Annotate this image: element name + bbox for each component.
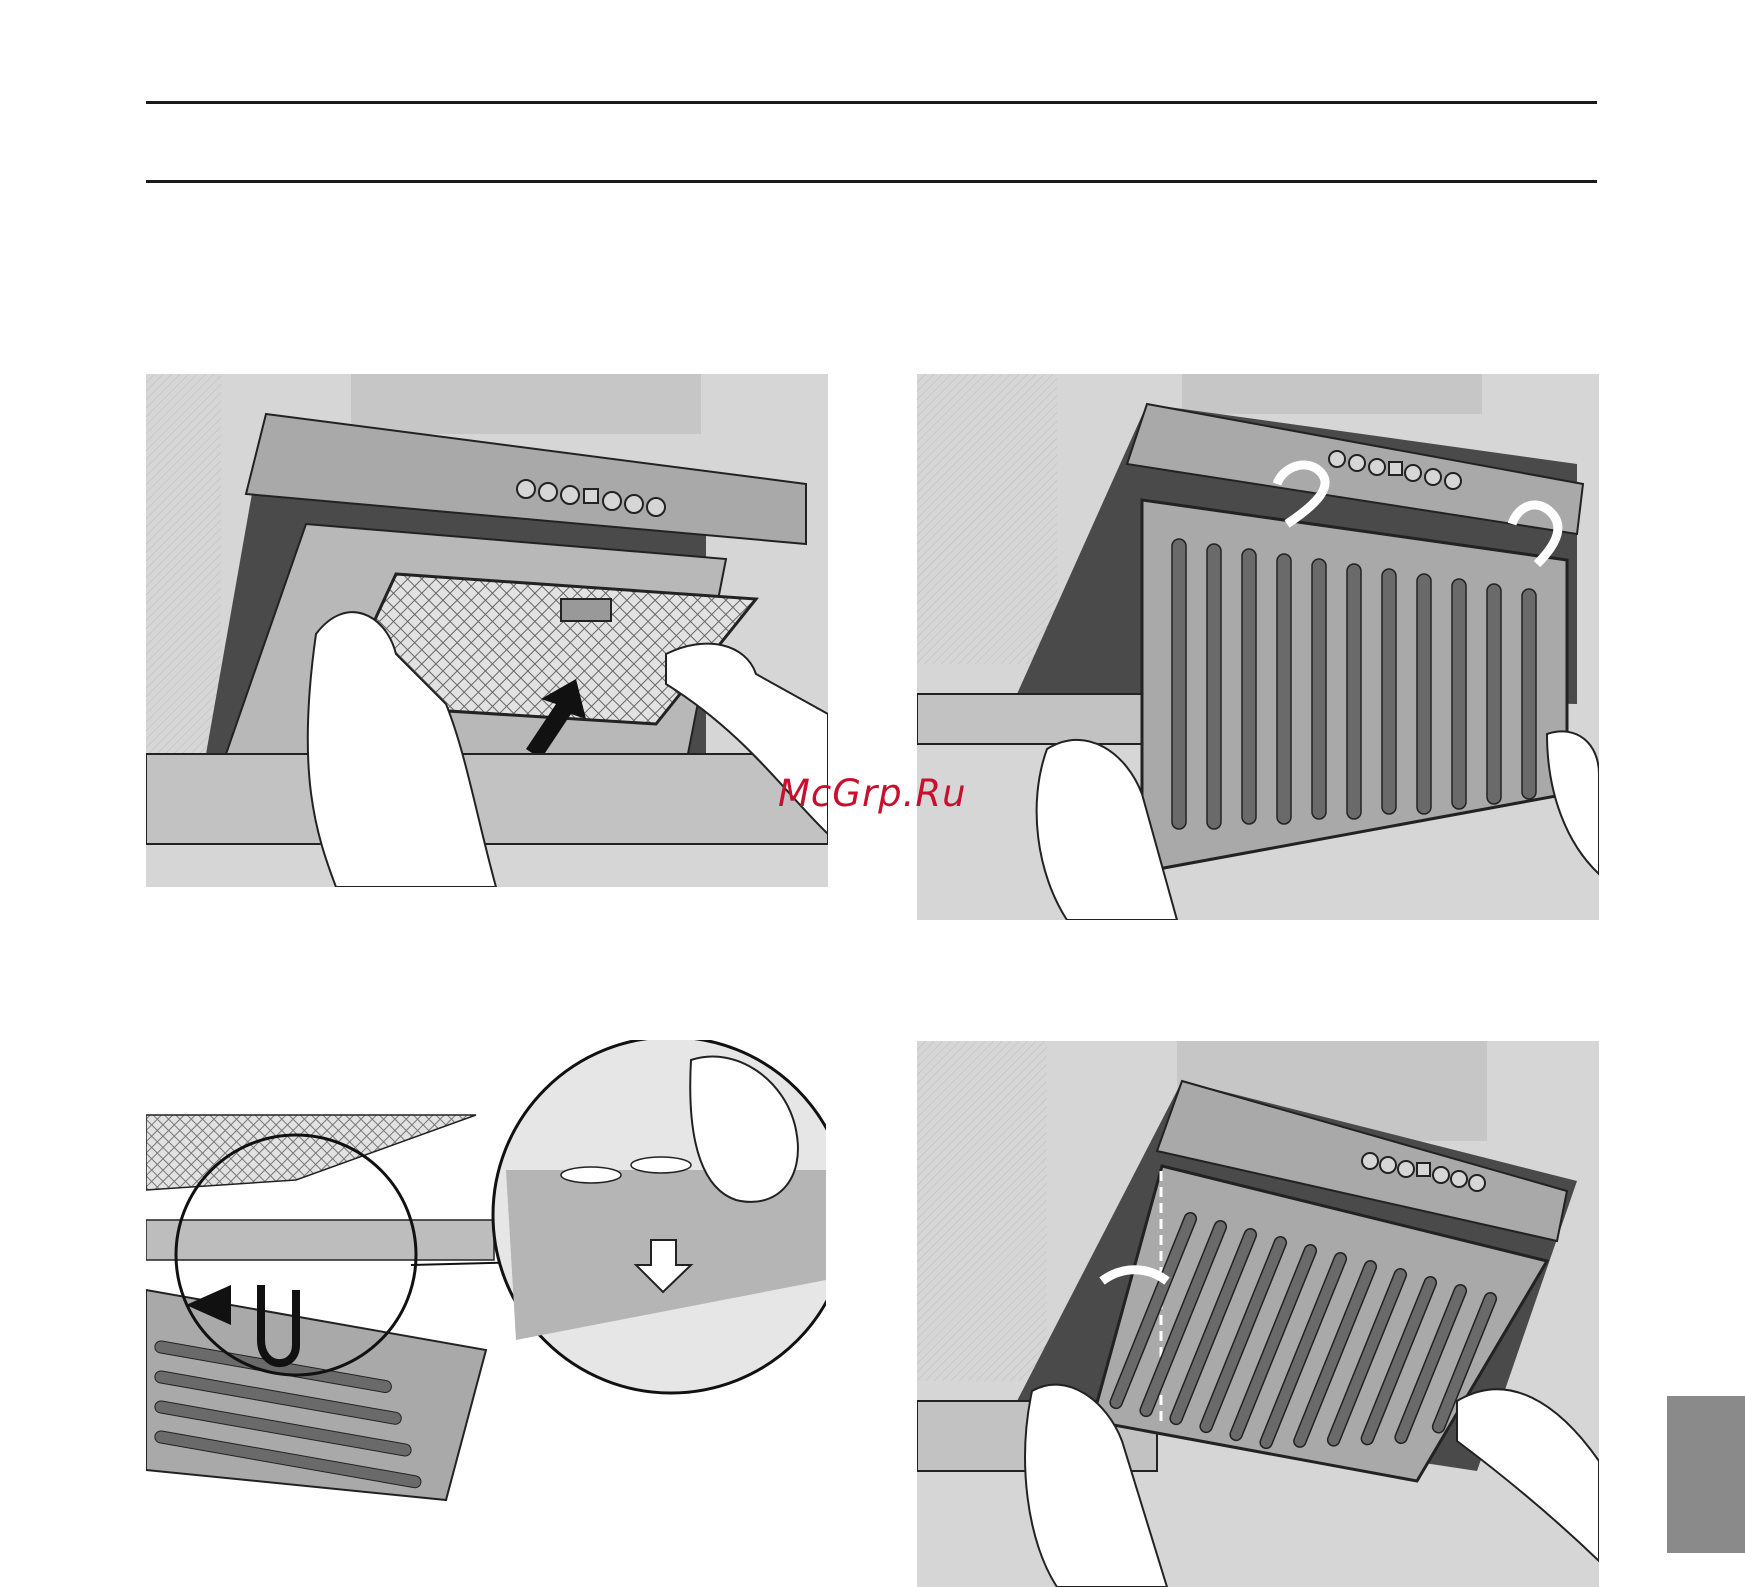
watermark: McGrp.Ru: [778, 772, 967, 815]
header-bottom-rule: [146, 180, 1597, 183]
figure-close-cover-panel: [917, 1041, 1599, 1587]
figure-fit-cover-panel: [917, 374, 1599, 920]
side-tab: [1667, 1396, 1745, 1553]
top-rule: [146, 101, 1597, 104]
figure-release-fastener: [146, 1040, 826, 1540]
figure-remove-grease-filter: [146, 374, 828, 887]
